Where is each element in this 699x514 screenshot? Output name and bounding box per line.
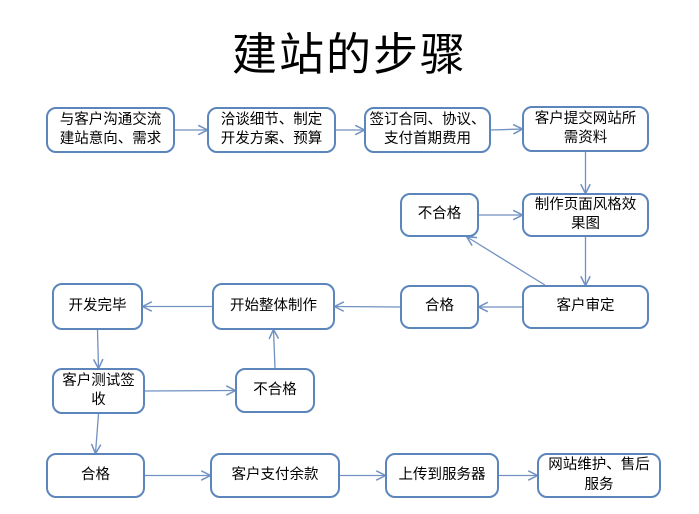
flow-node-label: 支付首期费用: [384, 131, 471, 147]
page-title: 建站的步骤: [231, 30, 467, 80]
flow-node-label: 签订合同、协议、: [369, 111, 486, 128]
flow-node-client-review: 客户审定: [522, 285, 649, 329]
flow-node-client-testing: 客户测试签收: [52, 368, 145, 414]
flow-node-communicate: 与客户沟通交流建站意向、需求: [46, 107, 175, 153]
flow-node-label: 上传到服务器: [398, 466, 486, 483]
flow-node-label: 不合格: [253, 381, 297, 398]
flow-node-label: 开发完毕: [68, 297, 127, 314]
arrow-contract-to-submit-materials: [490, 129, 522, 130]
flow-node-negotiate: 洽谈细节、制定开发方案、预算: [207, 107, 336, 153]
flow-node-upload-server: 上传到服务器: [385, 453, 499, 498]
flow-node-label: 收: [91, 392, 106, 408]
flow-node-dev-done: 开发完毕: [52, 283, 143, 330]
flow-node-label: 不合格: [417, 206, 462, 223]
arrow-dev-done-to-client-testing: [98, 329, 99, 368]
flow-node-reject-design: 不合格: [400, 193, 479, 237]
flow-node-label: 开始整体制作: [230, 297, 317, 314]
flow-node-label: 客户支付余款: [231, 466, 319, 483]
flow-node-label: 建站意向、需求: [59, 131, 162, 147]
flow-node-contract: 签订合同、协议、支付首期费用: [364, 107, 491, 153]
flow-node-pass-test: 合格: [46, 453, 145, 498]
flow-node-payment: 客户支付余款: [210, 453, 340, 498]
flow-node-label: 客户测试签: [62, 372, 135, 389]
flow-node-design-mockup: 制作页面风格效果图: [522, 193, 649, 237]
flow-node-maintenance: 网站维护、售后服务: [537, 453, 661, 498]
flow-node-label: 合格: [425, 298, 454, 315]
flow-node-production: 开始整体制作: [212, 283, 335, 330]
arrow-client-testing-to-pass-test: [96, 413, 99, 453]
flow-node-label: 洽谈细节、制定: [220, 111, 323, 128]
flow-node-label: 服务: [584, 476, 614, 493]
flow-node-label: 客户提交网站所: [534, 110, 637, 127]
flow-node-label: 网站维护、售后: [548, 457, 650, 474]
flow-node-label: 合格: [81, 466, 110, 483]
arrow-pass-design-to-production: [335, 307, 401, 308]
arrow-client-review-to-reject-design: [467, 237, 546, 286]
arrow-reject-test-to-production: [274, 330, 276, 369]
flow-node-label: 与客户沟通交流: [59, 111, 162, 128]
flow-node-label: 制作页面风格效: [534, 196, 637, 213]
flow-node-pass-design: 合格: [400, 285, 479, 329]
flow-node-submit-materials: 客户提交网站所需资料: [522, 106, 649, 152]
arrow-client-testing-to-reject-test: [144, 391, 235, 392]
flow-node-label: 需资料: [563, 130, 608, 146]
flow-node-label: 客户审定: [556, 298, 615, 315]
flow-node-label: 开发方案、预算: [220, 131, 323, 147]
flow-node-label: 果图: [571, 216, 600, 232]
flow-node-reject-test: 不合格: [235, 368, 315, 413]
